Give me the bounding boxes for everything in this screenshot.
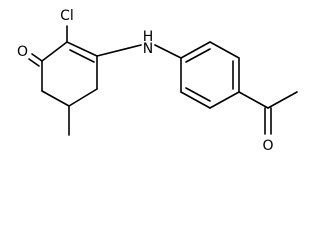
bond-c1-c2 [41,41,68,62]
bond-ph5-ph6-inner [185,87,211,102]
bond-ph2-ph3 [209,41,240,59]
bond-c2-c3 [66,41,98,57]
bond-ph5-ph6 [180,91,211,109]
bond-n-phenyl [154,44,182,59]
bond-carbonyl-methyl [267,91,298,109]
bond-ph1-ph2-inner [185,48,211,63]
phenyl-ring [180,41,240,109]
cyclohexenone-ring [41,41,98,107]
bond-ph4-ph5 [209,91,240,109]
bond-c1-o-a [31,53,43,62]
acetyl-group [238,91,298,135]
atom-label-amine-hydrogen: H [143,29,154,45]
bond-c4-c5 [68,88,98,107]
bond-c1-o-b [28,58,40,67]
atom-label-chlorine: Cl [60,8,74,24]
atom-label-acetyl-oxygen: O [262,138,273,154]
bond-c3-n [96,44,142,57]
bond-c2-c3-double [69,49,95,63]
atom-label-ring-oxygen: O [17,44,28,60]
bond-c5-c6 [41,90,70,107]
ring-carbonyl [28,53,43,67]
bond-ph4-carbonyl [238,91,269,109]
atom-label-amine-nitrogen: N [143,41,153,57]
bond-ph1-ph2 [180,41,211,59]
chemical-structure-diagram: O Cl H N O [17,8,298,154]
